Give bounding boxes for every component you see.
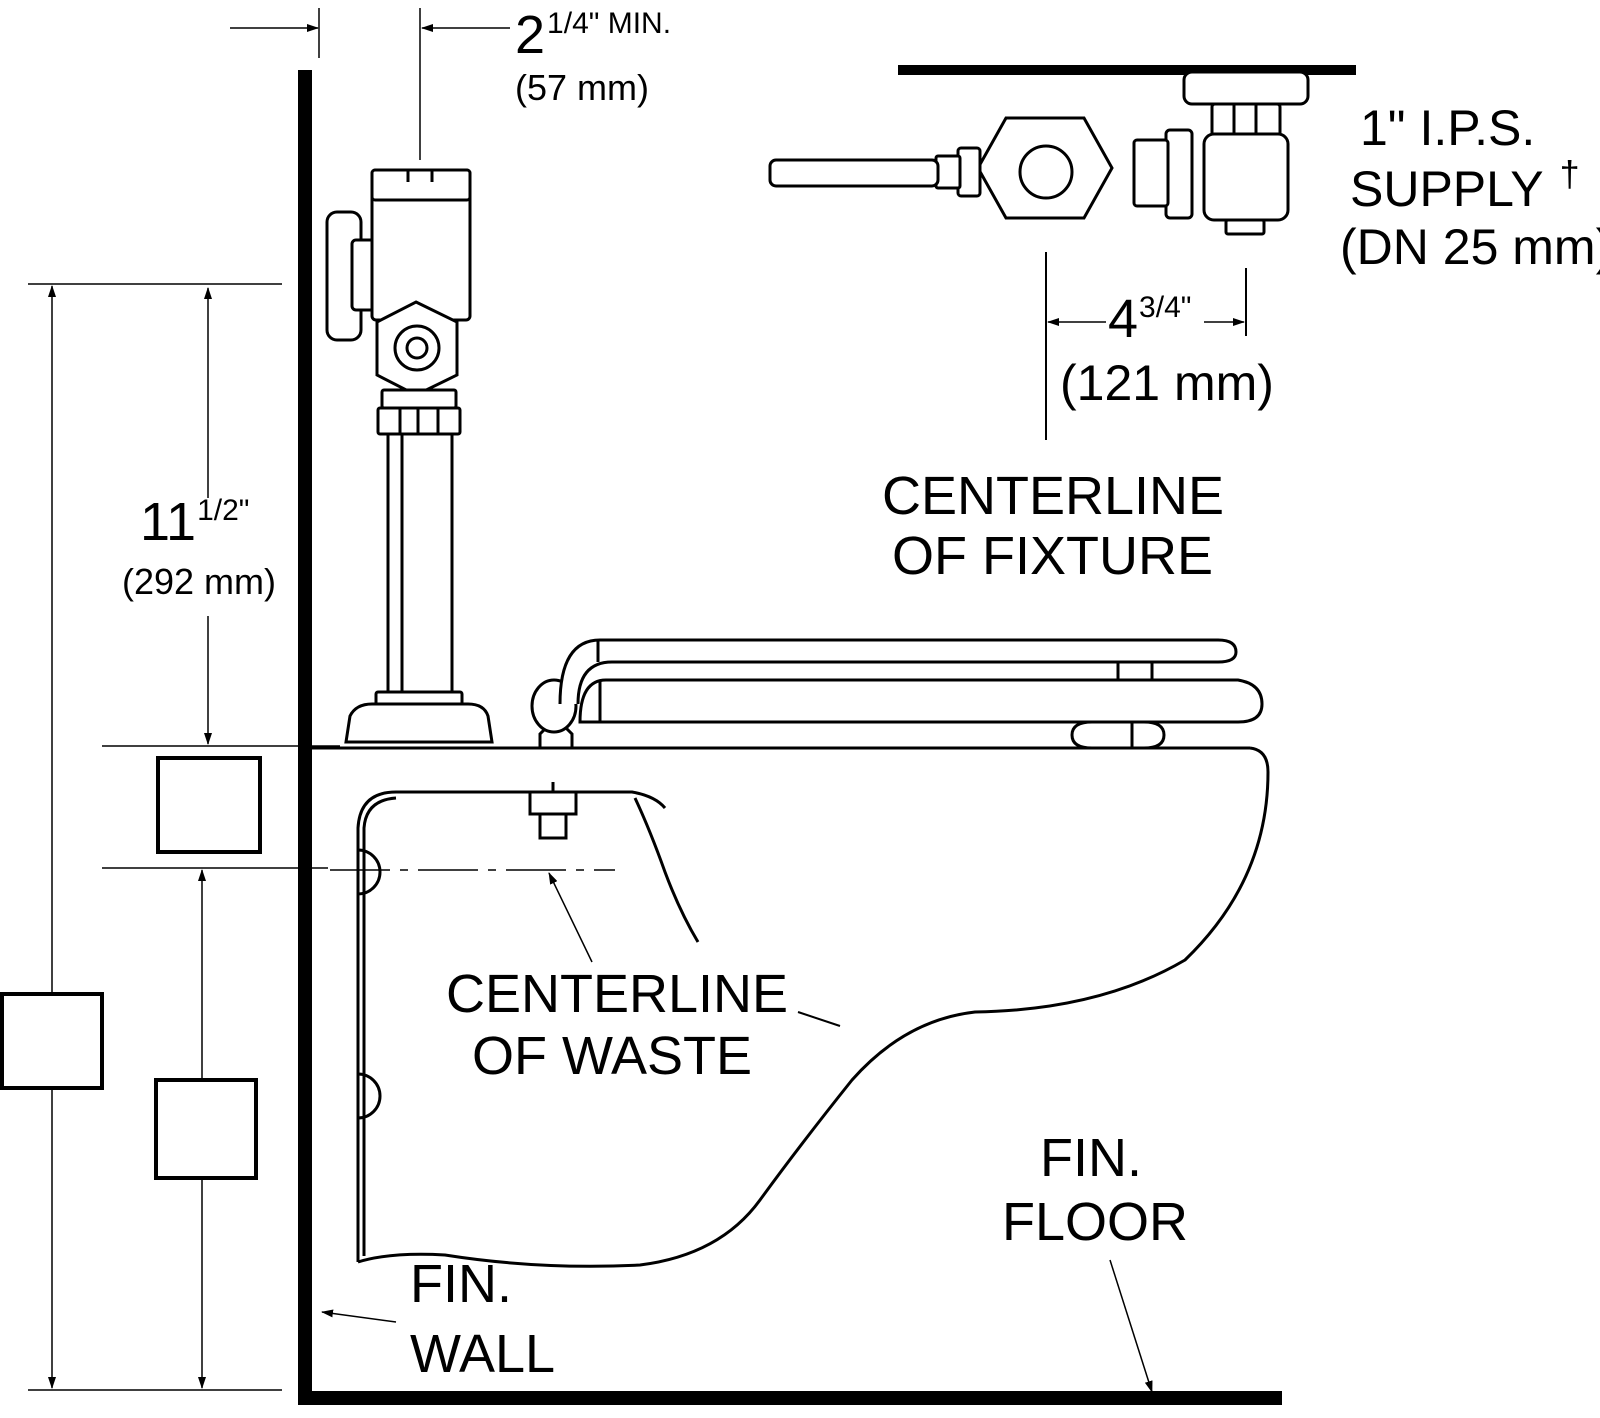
blank-box-lower	[154, 1078, 258, 1180]
blank-box-left	[0, 992, 104, 1090]
centerline-fixture-line2: OF FIXTURE	[892, 526, 1213, 586]
height-fraction: 1/2"	[197, 494, 249, 527]
centerline-waste-line1: CENTERLINE	[446, 964, 788, 1024]
fixture-offset-dimension	[1045, 252, 1247, 440]
setback-fraction: 1/4" MIN.	[547, 7, 671, 40]
offset-fraction: 3/4"	[1139, 291, 1191, 324]
offset-whole: 4	[1108, 289, 1138, 349]
supply-mm: (DN 25 mm)	[1340, 219, 1600, 275]
flush-valve-side	[325, 168, 494, 744]
toilet-bowl	[312, 746, 1270, 1268]
centerline-fixture-line1: CENTERLINE	[882, 466, 1224, 526]
blank-box-upper	[156, 756, 262, 854]
height-mm: (292 mm)	[122, 561, 276, 602]
supply-word: SUPPLY	[1350, 161, 1544, 217]
supply-dagger: †	[1560, 153, 1580, 194]
offset-label: 43/4"	[1108, 289, 1191, 349]
fin-wall-line1: FIN.	[410, 1254, 512, 1314]
floor-leader	[1109, 1259, 1153, 1393]
height-whole: 11	[140, 492, 196, 552]
setback-dimension	[230, 8, 510, 160]
flush-valve-top	[768, 70, 1310, 236]
supply-label: SUPPLY †	[1350, 153, 1580, 217]
centerline-waste-line2: OF WASTE	[472, 1026, 752, 1086]
toilet-seat-and-cover	[530, 638, 1264, 750]
height-label: 111/2"	[140, 492, 249, 552]
wall-leader	[321, 1309, 397, 1323]
supply-size: 1" I.P.S.	[1360, 100, 1535, 156]
height-dimension	[28, 283, 340, 1391]
fin-floor-line2: FLOOR	[1002, 1192, 1188, 1252]
setback-mm: (57 mm)	[515, 67, 649, 108]
setback-whole: 2	[515, 5, 545, 65]
setback-label: 21/4" MIN.	[515, 5, 671, 65]
offset-mm: (121 mm)	[1060, 355, 1274, 411]
fin-floor-line1: FIN.	[1040, 1128, 1142, 1188]
waste-centerline	[330, 869, 841, 1027]
fin-wall-line2: WALL	[410, 1324, 555, 1384]
